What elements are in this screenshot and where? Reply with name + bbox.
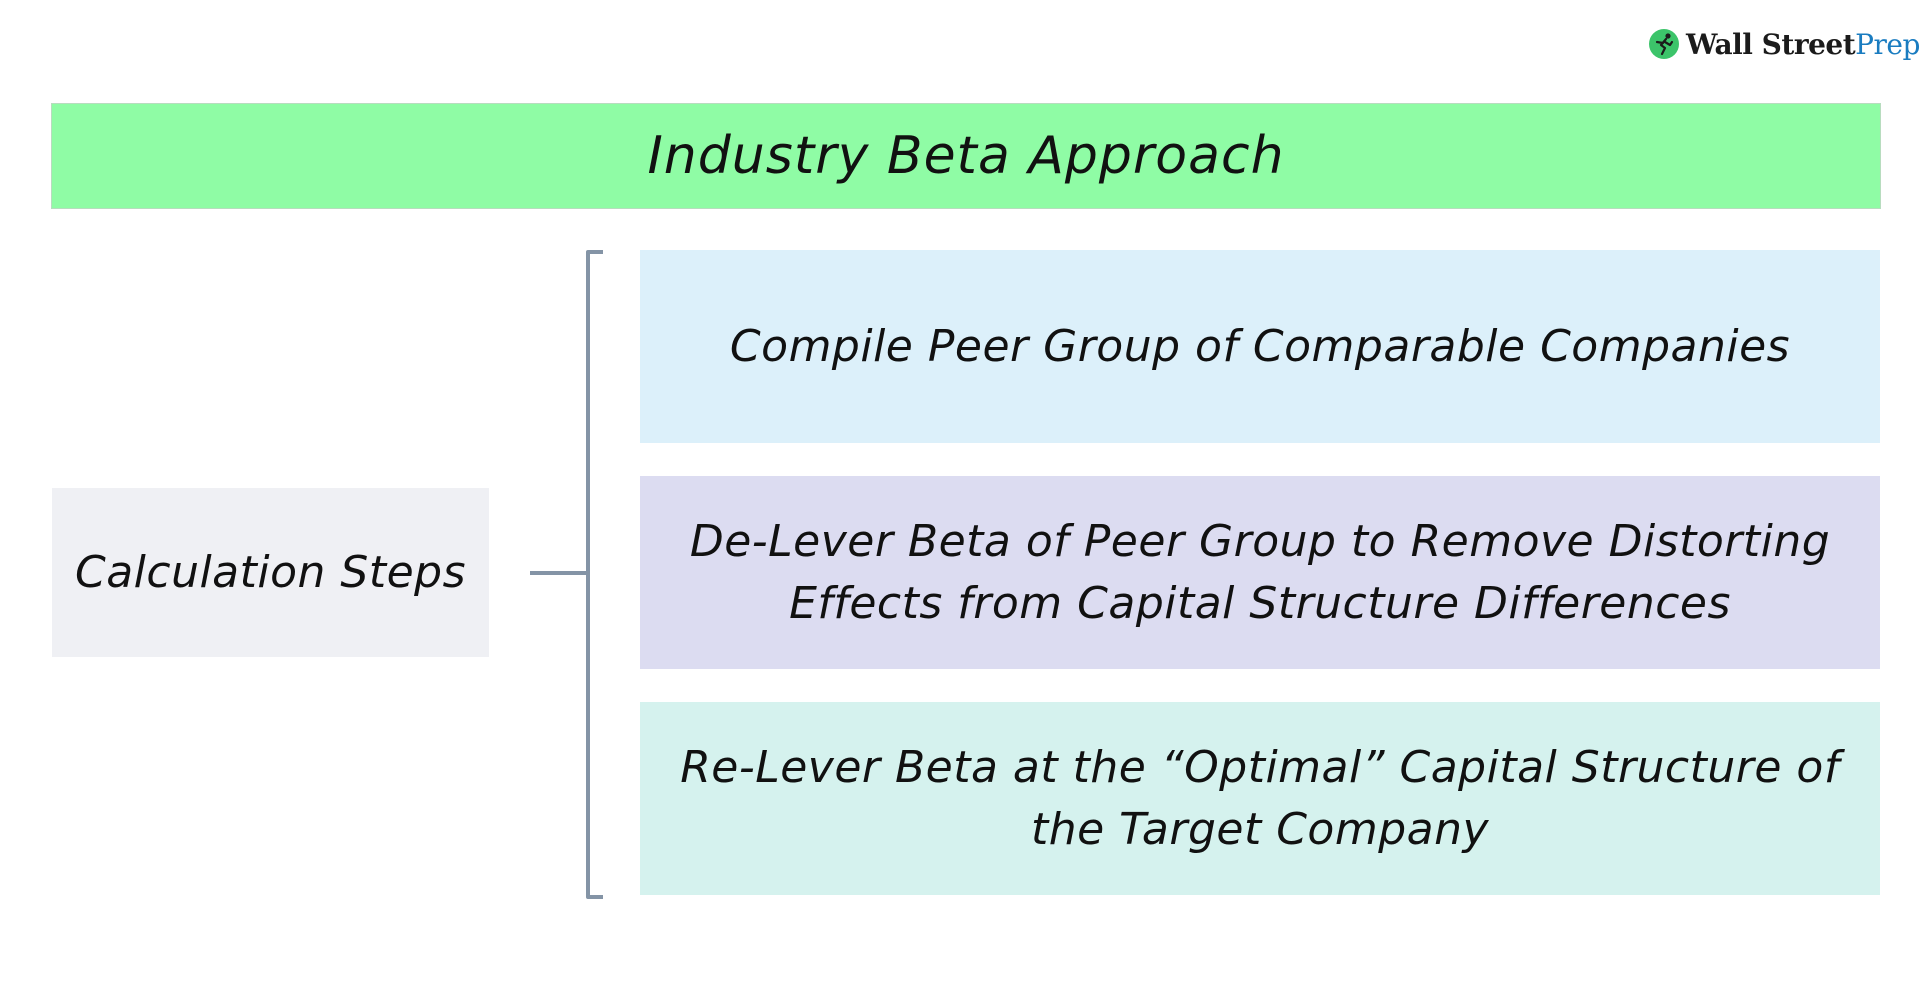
step-label: Re-Lever Beta at the “Optimal” Capital S… <box>680 741 1840 855</box>
connector-bracket <box>586 250 603 899</box>
step-label: Compile Peer Group of Comparable Compani… <box>729 320 1791 372</box>
calculation-steps-box: Calculation Steps <box>52 488 489 657</box>
step-label: De-Lever Beta of Peer Group to Remove Di… <box>689 515 1831 629</box>
logo-brand-secondary: Prep <box>1855 27 1920 61</box>
diagram-title: Industry Beta Approach <box>647 126 1285 186</box>
step-box-delever-beta: De-Lever Beta of Peer Group to Remove Di… <box>640 476 1880 669</box>
calculation-steps-label: Calculation Steps <box>74 547 467 598</box>
step-box-relever-beta: Re-Lever Beta at the “Optimal” Capital S… <box>640 702 1880 895</box>
runner-logo-icon <box>1649 29 1679 59</box>
wall-street-prep-logo: Wall StreetPrep <box>1648 24 1920 64</box>
title-bar: Industry Beta Approach <box>51 103 1881 209</box>
step-box-compile-peer-group: Compile Peer Group of Comparable Compani… <box>640 250 1880 443</box>
logo-wordmark: Wall StreetPrep <box>1686 28 1920 61</box>
logo-brand-primary: Wall Street <box>1686 27 1856 61</box>
